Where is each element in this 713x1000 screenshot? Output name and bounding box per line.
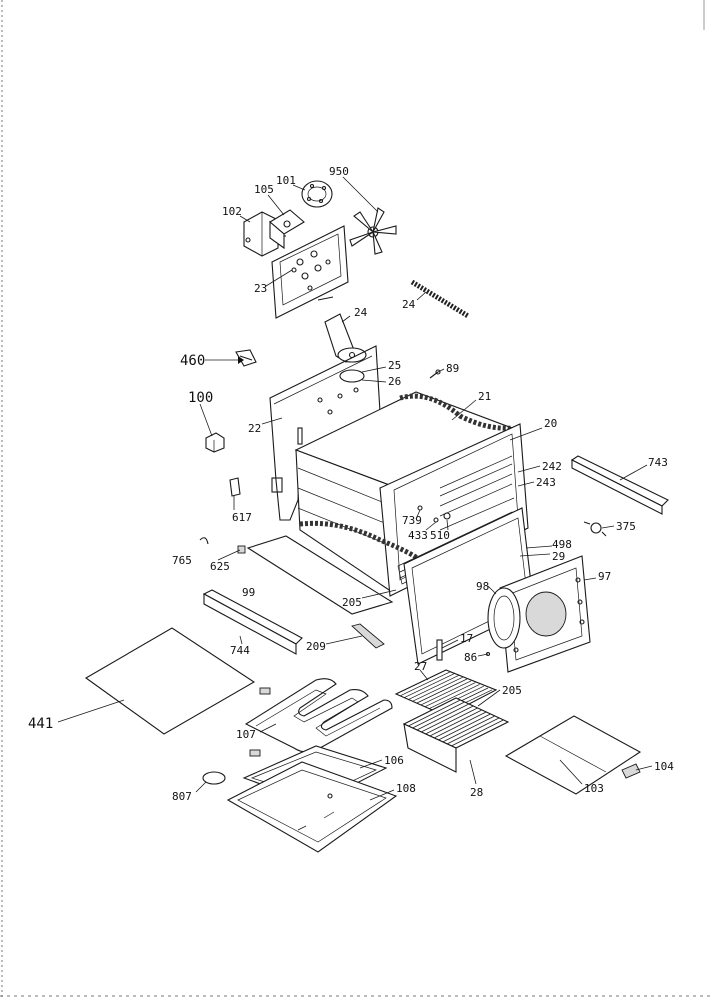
label-89: 89 [446,362,459,375]
part-labels: 950 101 105 102 23 24 24 460 25 26 89 10… [28,165,674,803]
rack-wire [433,711,487,739]
clip-625 [237,545,246,554]
label-102: 102 [222,205,242,218]
label-950: 950 [329,165,349,178]
label-460: 460 [180,353,205,369]
label-27: 27 [414,660,427,673]
switch-100 [205,432,225,453]
clip-765 [199,537,209,545]
label-100: 100 [188,390,213,406]
label-105: 105 [254,183,274,196]
cover-103 [504,715,642,795]
rack-wire [421,705,474,733]
label-99: 99 [242,586,255,599]
label-108: 108 [396,782,416,795]
rack-wire [442,715,495,743]
ring-807 [202,771,226,785]
label-243: 243 [536,476,556,489]
rack-wire [429,709,482,737]
disc-101 [301,180,333,208]
label-86: 86 [464,651,477,664]
bottom-plate-99 [246,535,394,615]
rack-wire [425,682,476,707]
label-625: 625 [210,560,230,573]
heating-element-107 [244,678,393,753]
label-23: 23 [254,282,267,295]
rack-wire [404,673,455,698]
rack-wire [408,675,459,700]
rack-wire [446,717,500,745]
rack-wire [429,684,480,709]
label-22: 22 [248,422,261,435]
label-103: 103 [584,782,604,795]
ring-element-98 [487,587,521,649]
label-433: 433 [408,529,428,542]
rack-wire [412,676,463,702]
insulation-21 [399,393,513,431]
label-205-rack: 205 [502,684,522,697]
label-375: 375 [616,520,636,533]
label-107: 107 [236,728,256,741]
label-104: 104 [654,760,674,773]
label-743: 743 [648,456,668,469]
rod-small [317,296,334,301]
label-807: 807 [172,790,192,803]
label-101: 101 [276,174,296,187]
label-28: 28 [470,786,483,799]
label-498: 498 [552,538,572,551]
rack-wire [416,703,470,731]
leader-lines [57,176,653,801]
label-24-element: 24 [402,298,416,311]
label-205-front: 205 [342,596,362,609]
fan-cover-97 [499,555,591,673]
rack-wire [451,719,504,747]
pin-17 [436,639,443,661]
oven-rack-28 [402,697,510,773]
baking-pan-108 [226,761,398,853]
label-209: 209 [306,640,326,653]
lamp-375 [583,521,607,537]
rack-wire [425,707,478,735]
part-209 [351,623,385,649]
label-97: 97 [598,570,611,583]
plate-105 [269,209,305,250]
label-21: 21 [478,390,491,403]
fan-950 [349,207,397,255]
bracket-617 [229,477,241,497]
label-765: 765 [172,554,192,567]
rail-744 [202,589,303,655]
label-17: 17 [460,632,473,645]
rack-wire [421,680,472,706]
label-25: 25 [388,359,401,372]
back-plate-23 [271,225,349,319]
part-104 [621,763,641,779]
rack-wire [408,699,461,727]
screw-89 [429,369,441,379]
rack-wire [416,678,468,704]
label-26: 26 [388,375,401,388]
rail-743 [570,455,669,515]
label-510: 510 [430,529,450,542]
label-29: 29 [552,550,565,563]
bottom-insulation [299,520,422,563]
label-739: 739 [402,514,422,527]
tray-sheet-441 [84,627,256,735]
heating-element-24 [410,279,470,319]
label-106: 106 [384,754,404,767]
gasket-26 [339,369,365,383]
label-441: 441 [28,716,53,732]
bracket-24 [324,313,367,363]
rack-wire [400,671,451,697]
label-20: 20 [544,417,557,430]
label-98: 98 [476,580,489,593]
front-frame-20 [379,423,529,597]
label-617: 617 [232,511,252,524]
label-242: 242 [542,460,562,473]
rack-wire [438,713,491,741]
label-744: 744 [230,644,250,657]
rack-wire [412,701,465,729]
label-24-bracket: 24 [354,306,368,319]
